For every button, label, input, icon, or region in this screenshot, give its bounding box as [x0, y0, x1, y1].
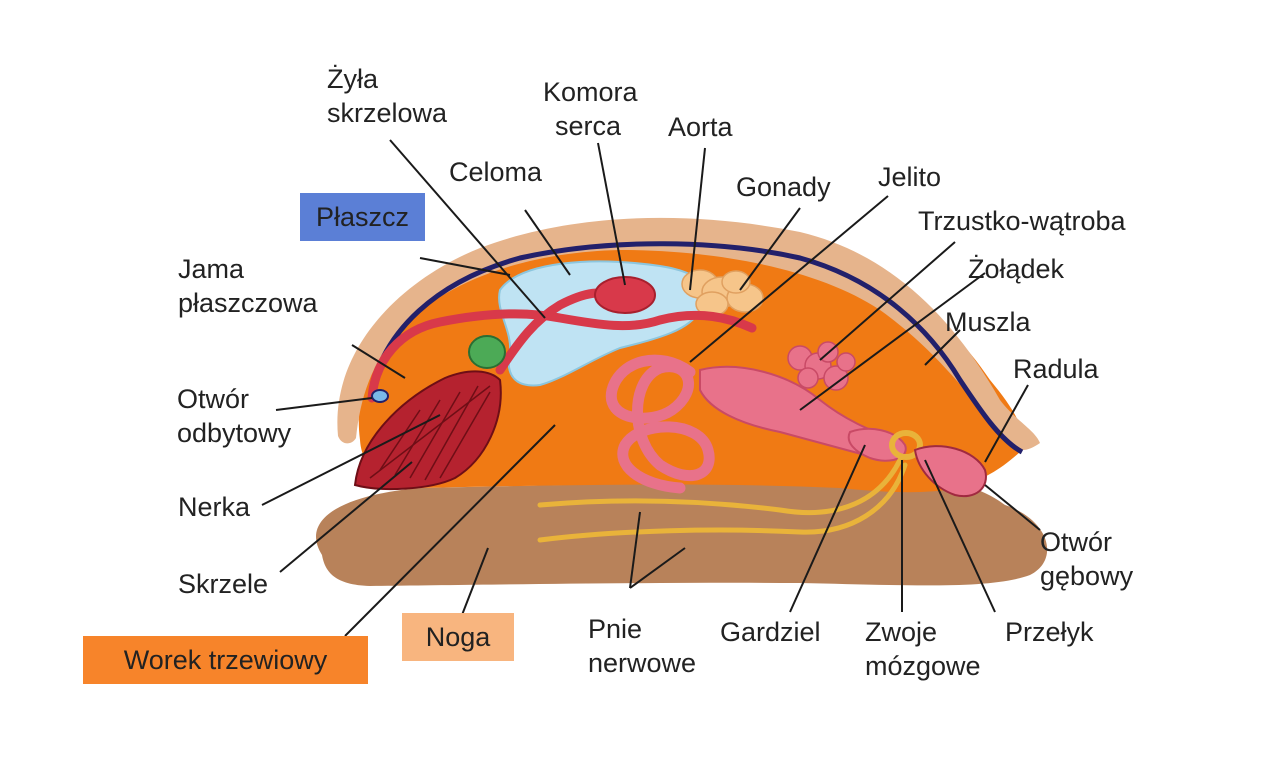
coelom-label: Celoma — [449, 157, 543, 187]
leader-lines — [261, 139, 1041, 637]
gill-label: Skrzele — [178, 569, 269, 599]
nerve-cords — [537, 457, 908, 543]
shell — [337, 217, 1040, 451]
foot-label: Noga — [425, 621, 491, 652]
mouth-label: Otwór gębowy — [1040, 527, 1134, 591]
foot-label-box: Noga — [402, 613, 514, 661]
digestive-gland — [787, 341, 856, 391]
mantle-line — [367, 241, 1024, 455]
gill — [353, 370, 502, 491]
anus-opening — [371, 389, 389, 403]
gill-vein-label: Żyła skrzelowa — [327, 64, 448, 128]
heart-ventricle — [594, 276, 656, 314]
mantle-label-box: Płaszcz — [300, 193, 425, 241]
cerebral-ganglia-label: Zwoje mózgowe — [865, 617, 981, 681]
stomach-label: Żołądek — [968, 254, 1065, 284]
pharynx-label: Gardziel — [720, 617, 821, 647]
gonads-label: Gonady — [736, 172, 831, 202]
digestive-gland-label: Trzustko-wątroba — [918, 206, 1126, 236]
nerve-cords-label: Pnie nerwowe — [588, 614, 697, 678]
mantle-label: Płaszcz — [315, 201, 410, 232]
mantle-cavity-label: Jama płaszczowa — [178, 254, 318, 318]
gonads — [681, 269, 764, 317]
aorta-label: Aorta — [668, 112, 733, 142]
anus-label: Otwór odbytowy — [177, 384, 292, 448]
visceral-mass-label-box: Worek trzewiowy — [83, 636, 368, 684]
visceral-mass-label: Worek trzewiowy — [123, 644, 328, 675]
shell-label: Muszla — [945, 307, 1031, 337]
esophagus-label: Przełyk — [1005, 617, 1094, 647]
mouth — [913, 445, 987, 498]
kidney-label: Nerka — [178, 492, 251, 522]
radula-label: Radula — [1013, 354, 1099, 384]
cerebral-ganglia — [889, 430, 923, 460]
kidney — [468, 335, 506, 369]
intestine — [605, 354, 715, 494]
heart-ventricle-label: Komora serca — [543, 77, 638, 141]
intestine-label: Jelito — [878, 162, 942, 192]
